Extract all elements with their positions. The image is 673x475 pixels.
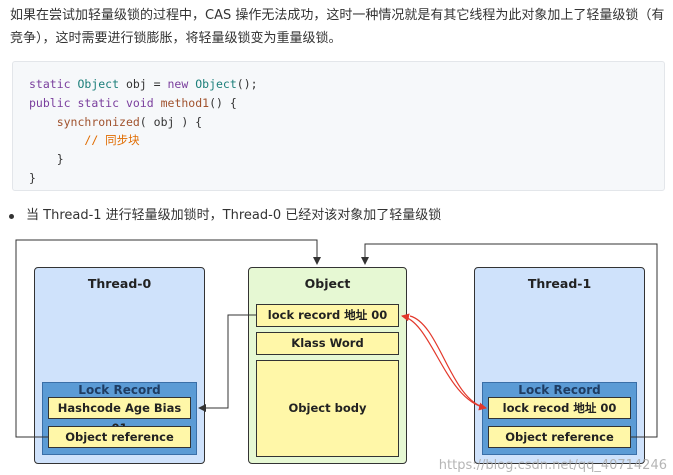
intro-paragraph: 如果在尝试加轻量级锁的过程中，CAS 操作无法成功，这时一种情况就是有其它线程为…: [10, 8, 665, 46]
thread-0-lock-record-title: Lock Record: [78, 383, 161, 397]
thread-0-object-reference-cell: Object reference: [48, 426, 191, 448]
cas-attempt-arrow-back: [409, 315, 487, 411]
code-text-fragment: () {: [209, 95, 237, 110]
object-title: Object: [304, 276, 351, 291]
code-function: method1: [160, 95, 210, 110]
code-keyword: static: [77, 95, 120, 110]
code-comment: // 同步块: [84, 133, 140, 148]
code-text-fragment: }: [56, 152, 64, 167]
thread-1-reference-arrow: [361, 243, 658, 438]
code-type: Object: [195, 77, 237, 91]
code-text: static Object obj = new Object(); public…: [29, 75, 258, 188]
code-function: synchronized: [56, 114, 140, 129]
thread-1-lock-record-title: Lock Record: [518, 383, 601, 397]
code-text-fragment: ( obj ) {: [139, 114, 203, 129]
code-keyword: static: [29, 77, 71, 91]
bullet-item: 当 Thread-1 进行轻量级加锁时，Thread-0 已经对该对象加了轻量级…: [9, 206, 442, 226]
thread-0-hashcode-cell: Hashcode Age Bias 01: [48, 397, 191, 435]
cas-attempt-arrow: [401, 313, 487, 409]
code-keyword: void: [125, 95, 154, 110]
code-keyword: public: [29, 95, 71, 110]
bullet-text: 当 Thread-1 进行轻量级加锁时，Thread-0 已经对该对象加了轻量级…: [26, 208, 442, 223]
code-text-fragment: obj =: [119, 77, 168, 91]
thread-1-title: Thread-1: [527, 276, 592, 291]
bullet-dot: [9, 214, 14, 219]
code-keyword: new: [167, 77, 189, 91]
lock-inflation-diagram: Thread-0 Lock Record Hashcode Age Bias 0…: [0, 232, 673, 475]
object-body-cell: Object body: [256, 360, 399, 457]
diagram-connectors: [15, 239, 658, 438]
lock-record-pointer-arrow: [198, 314, 256, 412]
object-lock-record-address-cell: lock record 地址 00: [256, 304, 399, 327]
code-type: Object: [77, 77, 120, 91]
watermark: https://blog.csdn.net/qq_40714246: [438, 458, 667, 473]
object-klass-word-cell: Klass Word: [256, 332, 399, 355]
code-text-fragment: }: [29, 170, 36, 185]
thread-1-object-reference-cell: Object reference: [488, 426, 631, 448]
code-text-fragment: ();: [236, 77, 258, 91]
thread-1-lock-record-address-cell: lock recod 地址 00: [488, 397, 631, 419]
thread-0-title: Thread-0: [87, 276, 152, 291]
thread-0-reference-arrow: [15, 239, 321, 438]
code-block: static Object obj = new Object(); public…: [12, 61, 665, 191]
